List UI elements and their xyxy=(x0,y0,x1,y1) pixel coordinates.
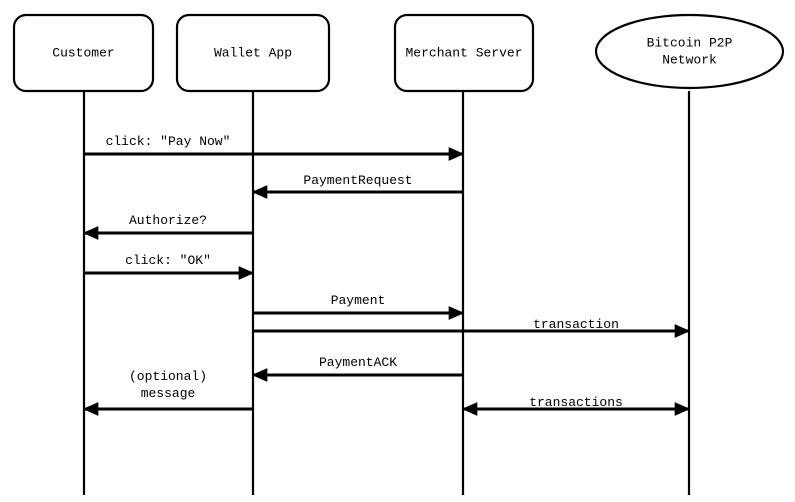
lifelines-group xyxy=(82,91,691,495)
message-label-optional-message: (optional) xyxy=(129,369,207,384)
message-label-transaction: transaction xyxy=(533,317,619,332)
message-transactions: transactions xyxy=(461,395,691,416)
message-payment-request: PaymentRequest xyxy=(251,173,463,199)
participant-box-wallet-app[interactable] xyxy=(175,13,331,93)
message-label-payment: Payment xyxy=(331,293,386,308)
nodes-group: Customer Wallet App Merchant Server Bitcoin… xyxy=(12,13,785,93)
message-optional-message: (optional) message xyxy=(82,369,253,416)
message-label-payment-request: PaymentRequest xyxy=(303,173,412,188)
participant-merchant-server[interactable]: Merchant Server xyxy=(393,13,535,93)
participant-wallet-app[interactable]: Wallet App xyxy=(175,13,331,93)
message-click-ok: click: "OK" xyxy=(84,253,255,280)
participant-bitcoin-p2p-network[interactable]: Bitcoin P2P Network xyxy=(594,13,785,90)
participant-box-merchant-server[interactable] xyxy=(393,13,535,93)
message-authorize: Authorize? xyxy=(82,213,253,240)
message-label-payment-ack: PaymentACK xyxy=(319,355,397,370)
message-click-pay-now: click: "Pay Now" xyxy=(84,134,465,161)
messages-group: click: "Pay Now" PaymentRequestAuthorize?… xyxy=(82,134,691,416)
participant-label-wallet-app: Wallet App xyxy=(214,45,292,60)
message-label-authorize: Authorize? xyxy=(129,213,207,228)
message-label-optional-message: message xyxy=(141,386,196,401)
message-label-click-pay-now: click: "Pay Now" xyxy=(106,134,231,149)
participant-ellipse-bitcoin-p2p-network[interactable] xyxy=(594,13,785,90)
message-payment: Payment xyxy=(253,293,465,320)
message-transaction: transaction xyxy=(253,317,691,338)
message-label-click-ok: click: "OK" xyxy=(125,253,211,268)
message-label-transactions: transactions xyxy=(529,395,623,410)
participant-label-bitcoin-p2p-network: Bitcoin P2P xyxy=(647,35,733,50)
participant-label-customer: Customer xyxy=(52,45,114,60)
participant-label-merchant-server: Merchant Server xyxy=(405,45,522,60)
participant-customer[interactable]: Customer xyxy=(12,13,155,93)
participant-label-bitcoin-p2p-network: Network xyxy=(662,52,717,67)
participant-box-customer[interactable] xyxy=(12,13,155,93)
message-payment-ack: PaymentACK xyxy=(251,355,463,382)
